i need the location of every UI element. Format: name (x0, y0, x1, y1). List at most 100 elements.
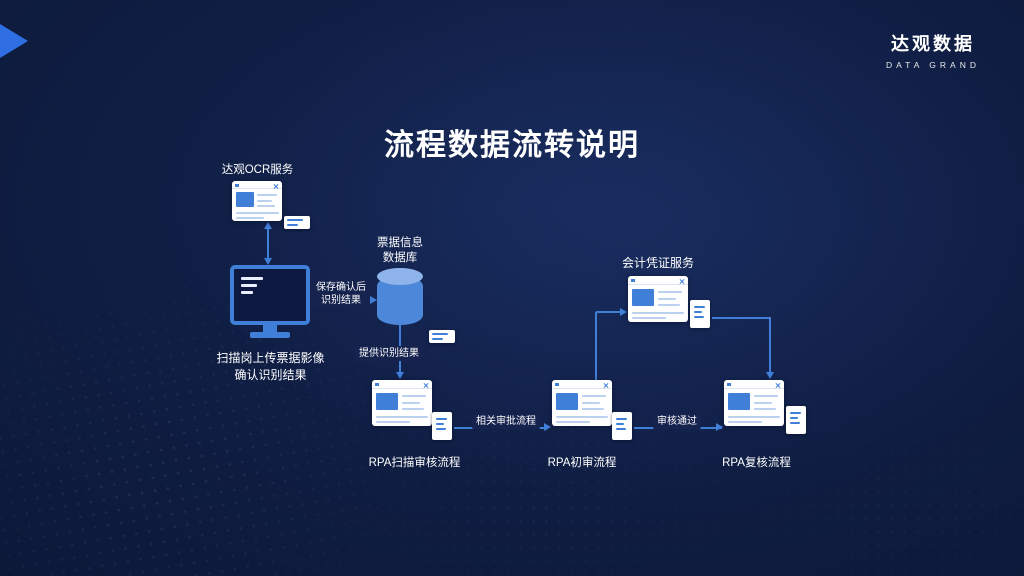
window-menu-dot (375, 383, 379, 386)
window-text-line (754, 395, 778, 398)
brand-logo: 达观数据 DATA GRAND (886, 30, 980, 70)
window-close-icon (775, 382, 781, 388)
window-text-line (658, 297, 676, 300)
connector-voucher-rpareview-vline (769, 317, 771, 374)
voucher-service-window-icon (628, 276, 688, 322)
document-card-icon (284, 216, 310, 229)
window-close-icon (603, 382, 609, 388)
scan-station-label-line2: 确认识别结果 (234, 368, 307, 382)
rpa-review-window-icon (724, 380, 784, 426)
window-text-line (402, 407, 424, 410)
window-close-icon (679, 278, 685, 284)
document-icon (786, 406, 806, 434)
arrow-right-icon (370, 296, 377, 304)
ocr-service-window-icon (232, 181, 282, 221)
window-text-line (376, 420, 410, 423)
window-text-line (658, 303, 680, 306)
window-image-placeholder (632, 288, 654, 307)
screen-text-line (241, 277, 263, 280)
connector-voucher-rpareview-hline (712, 317, 770, 319)
window-titlebar (552, 380, 612, 390)
edge-approved-label: 审核通过 (653, 414, 701, 429)
window-close-icon (423, 382, 429, 388)
document-icon (612, 412, 632, 440)
doc-text-line (694, 306, 705, 308)
connector-rpafirst-voucher-vline (595, 312, 597, 380)
edge-provide-result-label: 提供识别结果 (355, 346, 423, 361)
doc-text-line (616, 418, 627, 420)
corner-arrow-icon (0, 24, 28, 58)
window-text-line (402, 401, 420, 404)
rpa-first-window-icon (552, 380, 612, 426)
card-text-line (287, 219, 303, 221)
monitor-screen (230, 265, 310, 325)
rpa-review-label: RPA复核流程 (722, 457, 791, 469)
arrow-right-icon (544, 423, 551, 431)
screen-text-line (241, 284, 257, 287)
doc-text-line (616, 423, 624, 425)
doc-text-line (790, 412, 801, 414)
card-text-line (432, 338, 443, 340)
window-text-line (257, 205, 275, 207)
scan-station-label: 扫描岗上传票据影像 确认识别结果 (193, 350, 348, 384)
window-text-line (754, 407, 776, 410)
page-title: 流程数据流转说明 (384, 129, 640, 162)
window-image-placeholder (376, 392, 398, 411)
voucher-service-label: 会计凭证服务 (621, 256, 694, 270)
arrow-down-icon (766, 372, 774, 379)
window-text-line (556, 415, 608, 418)
doc-text-line (790, 417, 798, 419)
window-titlebar (628, 276, 688, 286)
rpa-scan-window-icon (372, 380, 432, 426)
edge-save-result-line2: 识别结果 (321, 295, 361, 306)
monitor-stand (263, 325, 277, 332)
window-text-line (582, 407, 604, 410)
window-text-line (728, 415, 780, 418)
monitor-base (250, 332, 290, 338)
brand-tagline: DATA GRAND (886, 60, 980, 70)
window-text-line (556, 420, 590, 423)
rpa-first-label: RPA初审流程 (547, 457, 617, 469)
window-text-line (582, 401, 600, 404)
arrow-up-icon (264, 222, 272, 229)
window-text-line (658, 291, 682, 294)
database-label: 票据信息 数据库 (357, 236, 443, 266)
window-titlebar (724, 380, 784, 390)
window-text-line (402, 395, 426, 398)
document-icon (690, 300, 710, 328)
doc-text-line (694, 316, 704, 318)
edge-approval-flow-label: 相关审批流程 (472, 414, 540, 429)
arrow-down-icon (264, 258, 272, 265)
document-card-icon (429, 330, 455, 343)
window-text-line (582, 395, 606, 398)
doc-text-line (436, 423, 444, 425)
database-icon (377, 268, 423, 325)
window-text-line (728, 420, 762, 423)
arrow-down-icon (396, 372, 404, 379)
doc-text-line (790, 422, 800, 424)
arrow-right-icon (716, 423, 723, 431)
doc-text-line (436, 418, 447, 420)
card-text-line (432, 333, 448, 335)
window-image-placeholder (556, 392, 578, 411)
arrow-right-icon (620, 308, 627, 316)
window-image-placeholder (235, 192, 254, 208)
window-text-line (632, 311, 684, 314)
brand-name: 达观数据 (891, 34, 975, 54)
doc-text-line (694, 311, 702, 313)
window-menu-dot (631, 279, 635, 282)
edge-save-result-line1: 保存确认后 (316, 282, 366, 293)
window-text-line (257, 194, 277, 197)
screen-text-line (241, 291, 253, 294)
window-text-line (257, 199, 272, 202)
connector-rpafirst-voucher-hline (596, 311, 622, 313)
document-icon (432, 412, 452, 440)
database-label-line1: 票据信息 (377, 237, 423, 249)
window-text-line (235, 216, 264, 219)
scan-station-label-line1: 扫描岗上传票据影像 (216, 351, 325, 365)
window-menu-dot (235, 184, 239, 187)
card-text-line (287, 224, 298, 226)
window-image-placeholder (728, 392, 750, 411)
monitor-icon (230, 265, 310, 338)
doc-text-line (616, 428, 626, 430)
